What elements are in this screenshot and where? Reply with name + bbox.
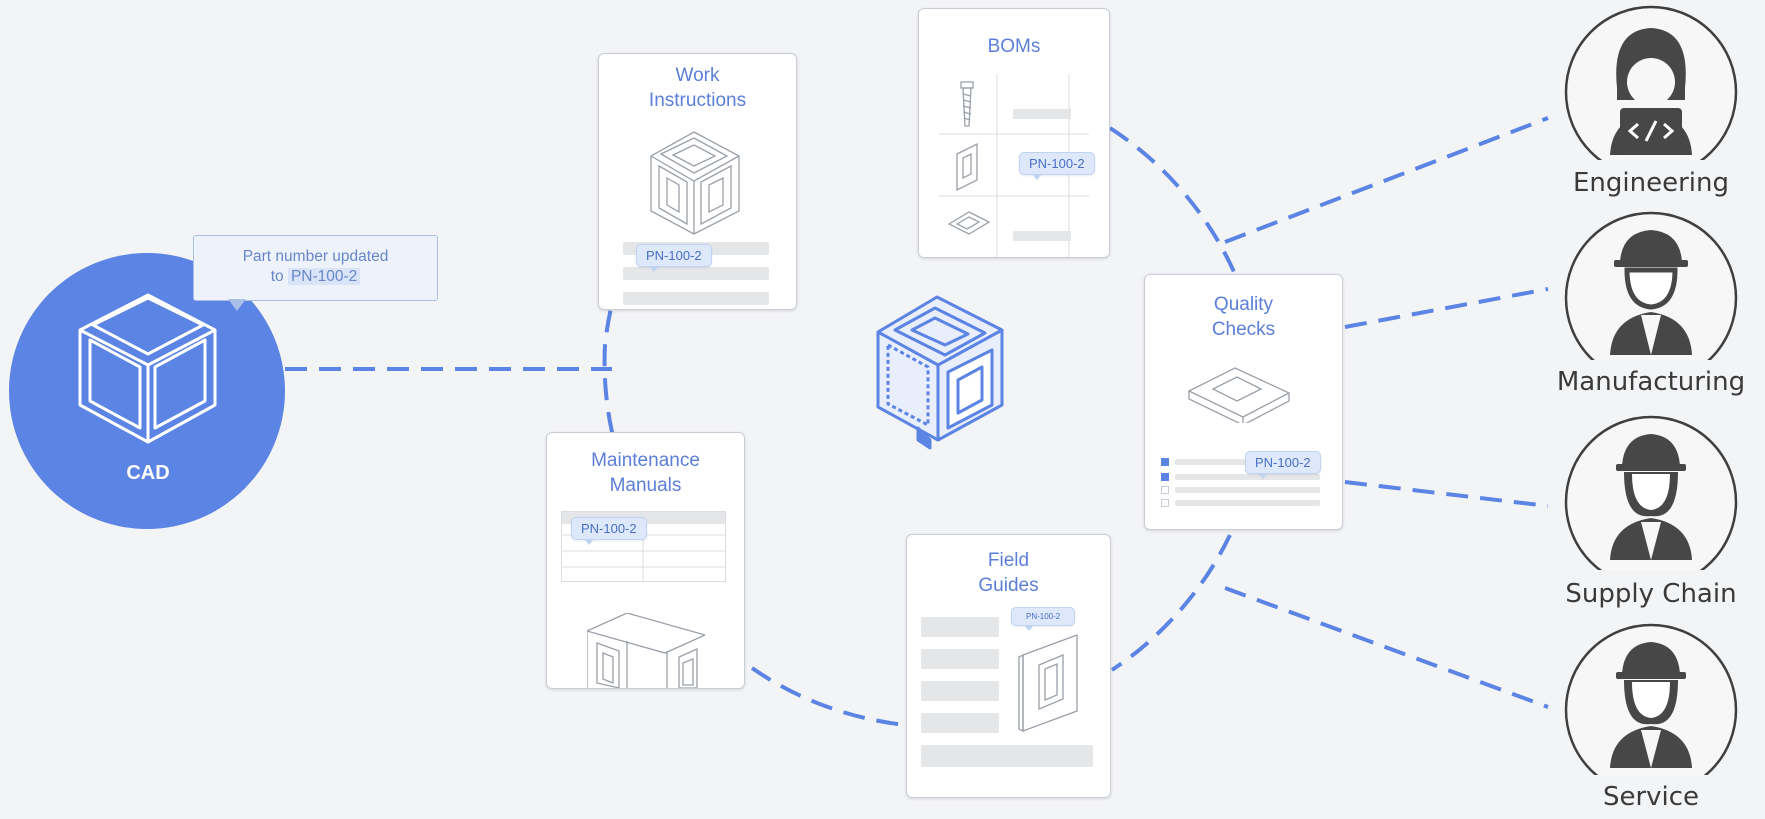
person-engineering xyxy=(1564,5,1738,179)
card-title: Field Guides xyxy=(907,548,1110,598)
cad-node xyxy=(9,253,285,529)
card-boms[interactable]: BOMs PN-100-2 xyxy=(918,8,1110,258)
worker-hardhat-female-icon xyxy=(1610,434,1692,560)
part-drawing-icon xyxy=(1187,367,1291,423)
person-service xyxy=(1564,623,1738,797)
part-drawing-icon xyxy=(1018,634,1078,733)
center-logo-icon xyxy=(876,295,1004,450)
card-title-line1: Field xyxy=(987,550,1030,571)
worker-hardhat-icon xyxy=(1610,230,1692,355)
card-field-guides[interactable]: Field Guides PN-100-2 xyxy=(906,534,1111,798)
cad-label: CAD xyxy=(126,462,170,484)
callout-part-number: PN-100-2 xyxy=(287,268,361,285)
checkbox-empty xyxy=(1161,486,1169,494)
callout-pointer xyxy=(228,299,246,311)
person-label-engineering: Engineering xyxy=(1573,168,1729,198)
callout-line1: Part number updated xyxy=(242,248,389,265)
card-quality-checks[interactable]: Quality Checks PN-100-2 xyxy=(1144,274,1343,530)
card-maintenance-manuals[interactable]: Maintenance Manuals PN-100-2 xyxy=(546,432,745,689)
card-title-line2: Guides xyxy=(978,575,1039,596)
person-label-supply-chain: Supply Chain xyxy=(1565,579,1737,609)
card-title: Maintenance Manuals xyxy=(547,448,744,498)
person-supply-chain xyxy=(1564,415,1738,589)
card-title-line1: Maintenance xyxy=(591,450,700,471)
card-title-line1: Work xyxy=(675,65,720,86)
cube-outline-icon xyxy=(78,293,217,444)
person-label-service: Service xyxy=(1602,782,1700,812)
person-label-manufacturing: Manufacturing xyxy=(1556,367,1746,397)
part-number-tag: PN-100-2 xyxy=(1245,451,1321,479)
card-title-line2: Instructions xyxy=(648,90,747,111)
callout-prefix: to xyxy=(270,268,284,285)
person-manufacturing xyxy=(1564,211,1738,385)
part-number-tag: PN-100-2 xyxy=(1019,152,1095,180)
card-title: BOMs xyxy=(987,36,1041,57)
card-work-instructions[interactable]: Work Instructions PN-100-2 xyxy=(598,53,797,310)
worker-hardhat-female-icon xyxy=(1610,642,1692,768)
part-drawing-icon xyxy=(587,613,706,688)
part-number-tag: PN-100-2 xyxy=(1011,607,1076,631)
card-title: Quality Checks xyxy=(1145,292,1342,342)
engineer-laptop-icon xyxy=(1610,28,1692,155)
card-title-line1: Quality xyxy=(1213,294,1274,315)
card-title: Work Instructions xyxy=(599,63,796,113)
cad-callout: Part number updated to PN-100-2 xyxy=(193,235,438,301)
checkbox-checked xyxy=(1161,473,1169,481)
part-drawing-icon xyxy=(650,131,740,235)
part-number-tag: PN-100-2 xyxy=(636,244,712,272)
card-title-line2: Checks xyxy=(1211,319,1276,340)
checkbox-empty xyxy=(1161,499,1169,507)
people-connectors xyxy=(1224,116,1549,709)
checkbox-checked xyxy=(1161,458,1169,466)
part-number-tag: PN-100-2 xyxy=(571,517,647,545)
callout-line2: to PN-100-2 xyxy=(194,267,437,287)
card-title-line2: Manuals xyxy=(609,475,682,496)
